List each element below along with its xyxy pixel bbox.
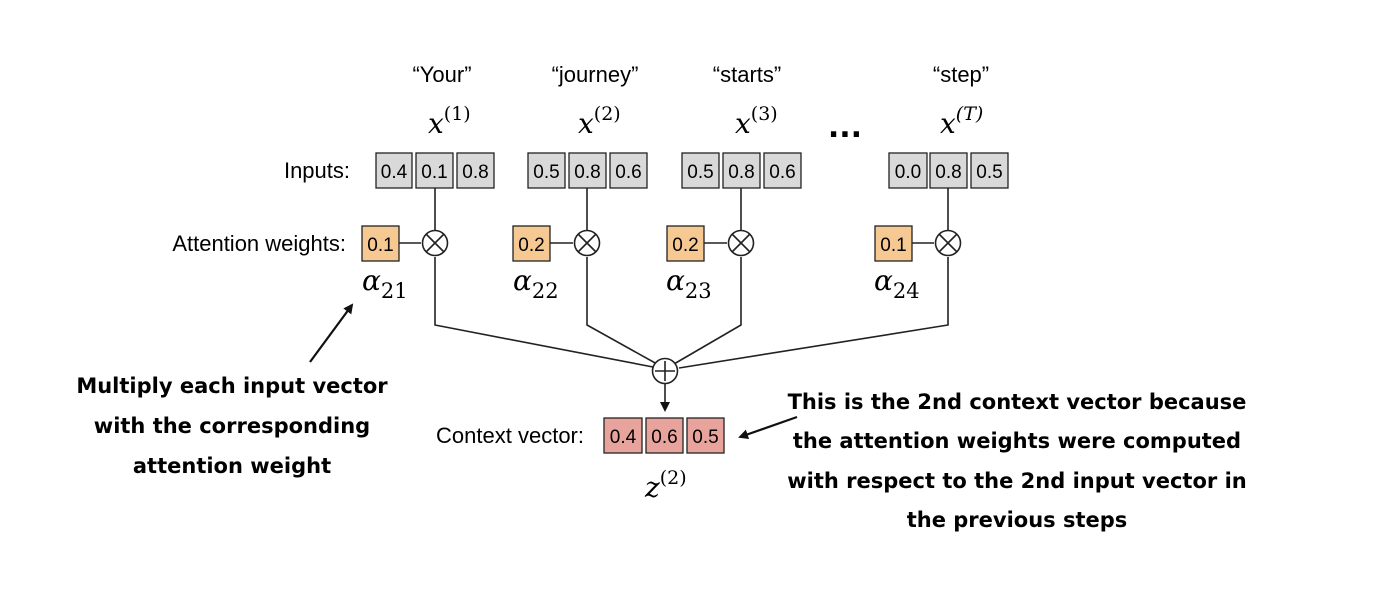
multiply-node-2	[573, 229, 601, 257]
svg-text:0.2: 0.2	[518, 235, 544, 256]
input-value: 0.1	[421, 162, 447, 183]
right-note-arrow	[738, 415, 798, 440]
context-vector-label: Context vector:	[436, 423, 584, 448]
context-value: 0.5	[692, 427, 718, 448]
input-value: 0.8	[462, 162, 488, 183]
left-note-arrow	[309, 303, 354, 363]
alpha-label-24: α24	[874, 264, 920, 303]
multiply-node-4	[934, 229, 962, 257]
context-cell	[686, 417, 725, 454]
input-cell	[888, 152, 928, 189]
svg-text:attention weight: attention weight	[133, 454, 331, 478]
svg-text:with the corresponding: with the corresponding	[94, 414, 370, 438]
input-cell	[375, 152, 413, 189]
svg-text:0.2: 0.2	[672, 235, 698, 256]
left-note: Multiply each input vector with the corr…	[76, 374, 388, 478]
input-cell	[929, 152, 968, 189]
attention-weight-4: 0.1	[874, 225, 913, 262]
input-value: 0.0	[895, 162, 921, 183]
svg-text:This is the 2nd context vector: This is the 2nd context vector because	[788, 390, 1247, 414]
context-variable: z(2)	[644, 467, 687, 504]
connector-lines	[399, 188, 949, 412]
ellipsis: ...	[828, 110, 862, 145]
alpha-label-21: α21	[362, 264, 408, 303]
input-cell	[609, 152, 648, 189]
input-value: 0.4	[381, 162, 408, 183]
input-cell	[415, 152, 454, 189]
input-value: 0.8	[935, 162, 961, 183]
right-note: This is the 2nd context vector because t…	[787, 390, 1246, 532]
attention-weights-label: Attention weights:	[172, 231, 346, 256]
input-variable-3: x(3)	[735, 103, 778, 140]
input-value: 0.6	[615, 162, 641, 183]
context-value: 0.4	[610, 427, 637, 448]
input-value: 0.5	[687, 162, 713, 183]
context-value: 0.6	[651, 427, 677, 448]
input-cell	[456, 152, 495, 189]
svg-text:0.1: 0.1	[880, 235, 906, 256]
alpha-label-23: α23	[666, 264, 712, 303]
input-vector-3: 0.5 0.8 0.6	[681, 152, 802, 189]
input-cell	[722, 152, 761, 189]
input-cell	[568, 152, 607, 189]
input-variable-1: x(1)	[428, 103, 471, 140]
input-value: 0.6	[769, 162, 795, 183]
svg-text:the previous steps: the previous steps	[907, 508, 1128, 532]
attention-weight-3: 0.2	[666, 225, 705, 262]
input-variable-4: x(T)	[940, 103, 983, 140]
input-cell	[970, 152, 1009, 189]
svg-text:0.1: 0.1	[367, 235, 393, 256]
input-value: 0.5	[976, 162, 1002, 183]
input-vector-1: 0.4 0.1 0.8	[375, 152, 495, 189]
input-cell	[681, 152, 720, 189]
context-cell	[645, 417, 684, 454]
context-cell	[603, 417, 643, 454]
inputs-label: Inputs:	[284, 158, 350, 183]
token-word-3: “starts”	[713, 62, 781, 87]
attention-weight-1: 0.1	[361, 225, 400, 262]
input-variable-2: x(2)	[578, 103, 621, 140]
attention-weight-2: 0.2	[512, 225, 551, 262]
sum-node	[651, 357, 679, 385]
token-word-4: “step”	[933, 62, 989, 87]
input-cell	[527, 152, 566, 189]
input-value: 0.8	[574, 162, 600, 183]
svg-text:with respect to the 2nd input: with respect to the 2nd input vector in	[787, 469, 1246, 493]
input-vector-2: 0.5 0.8 0.6	[527, 152, 648, 189]
token-word-1: “Your”	[412, 62, 471, 87]
token-word-2: “journey”	[552, 62, 639, 87]
input-value: 0.8	[728, 162, 754, 183]
svg-text:the attention weights were com: the attention weights were computed	[793, 429, 1241, 453]
context-vector: 0.4 0.6 0.5	[603, 417, 725, 454]
alpha-label-22: α22	[513, 264, 559, 303]
svg-text:Multiply each input vector: Multiply each input vector	[76, 374, 388, 398]
input-cell	[763, 152, 802, 189]
multiply-node-3	[727, 229, 755, 257]
input-value: 0.5	[533, 162, 559, 183]
input-vector-4: 0.0 0.8 0.5	[888, 152, 1009, 189]
multiply-node-1	[421, 229, 449, 257]
